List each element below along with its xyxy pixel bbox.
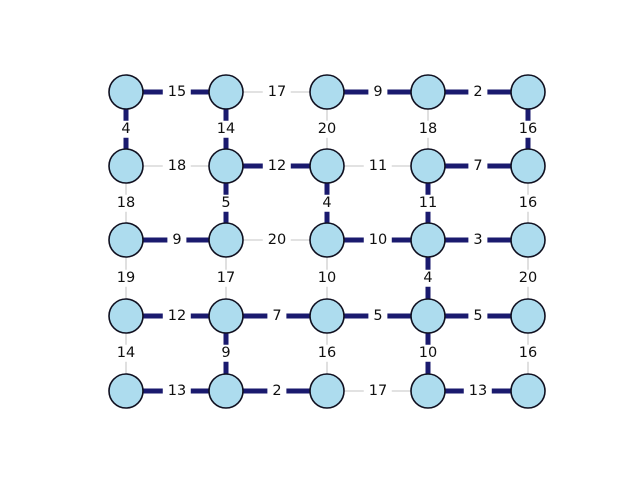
graph-node[interactable]: [108, 298, 144, 334]
nodes-layer: [108, 74, 546, 409]
graph-node[interactable]: [208, 298, 244, 334]
edge-weight-label: 20: [262, 233, 292, 248]
edge-weight-label: 14: [113, 344, 139, 362]
edge-weight-label: 5: [368, 309, 388, 324]
graph-node[interactable]: [410, 222, 446, 258]
edge-weight-label: 16: [515, 344, 541, 362]
edge-weight-label: 17: [213, 269, 239, 287]
edge-weight-label: 18: [113, 194, 139, 212]
edge-weight-label: 19: [113, 269, 139, 287]
graph-node[interactable]: [309, 298, 345, 334]
edge-weight-label: 7: [468, 159, 488, 174]
edge-weight-label: 5: [218, 194, 234, 212]
edge-weight-label: 16: [515, 194, 541, 212]
graph-node[interactable]: [309, 74, 345, 110]
edge-weight-label: 9: [368, 85, 388, 100]
edge-weight-label: 17: [363, 384, 393, 399]
edge-weight-label: 7: [267, 309, 287, 324]
edge-weight-label: 17: [262, 85, 292, 100]
edge-weight-label: 12: [262, 159, 292, 174]
graph-node[interactable]: [510, 373, 546, 409]
graph-node[interactable]: [208, 148, 244, 184]
graph-node[interactable]: [410, 373, 446, 409]
graph-node[interactable]: [410, 298, 446, 334]
graph-node[interactable]: [510, 222, 546, 258]
edge-weight-label: 2: [468, 85, 488, 100]
edge-weight-label: 10: [314, 269, 340, 287]
edge-weight-label: 11: [415, 194, 441, 212]
edge-weight-label: 18: [162, 159, 192, 174]
edge-weight-label: 11: [363, 159, 393, 174]
graph-node[interactable]: [309, 222, 345, 258]
edge-weight-label: 13: [162, 384, 192, 399]
edge-weight-label: 16: [515, 120, 541, 138]
graph-node[interactable]: [208, 373, 244, 409]
graph-node[interactable]: [410, 148, 446, 184]
edge-weight-label: 10: [415, 344, 441, 362]
edge-weight-label: 16: [314, 344, 340, 362]
edge-weight-label: 20: [314, 120, 340, 138]
edge-weight-label: 13: [463, 384, 493, 399]
edge-weight-label: 14: [213, 120, 239, 138]
graph-node[interactable]: [208, 222, 244, 258]
graph-node[interactable]: [309, 148, 345, 184]
edge-weight-label: 5: [468, 309, 488, 324]
edge-weight-label: 18: [415, 120, 441, 138]
graph-node[interactable]: [108, 74, 144, 110]
graph-node[interactable]: [510, 148, 546, 184]
edge-weight-label: 12: [162, 309, 192, 324]
graph-node[interactable]: [309, 373, 345, 409]
graph-node[interactable]: [108, 373, 144, 409]
graph-node[interactable]: [410, 74, 446, 110]
edge-weight-label: 4: [319, 194, 335, 212]
graph-node[interactable]: [108, 148, 144, 184]
edge-weight-label: 4: [420, 269, 436, 287]
edge-weight-label: 15: [162, 85, 192, 100]
graph-node[interactable]: [108, 222, 144, 258]
graph-node[interactable]: [510, 298, 546, 334]
edge-weight-label: 10: [363, 233, 393, 248]
edge-weight-label: 3: [468, 233, 488, 248]
graph-node[interactable]: [208, 74, 244, 110]
edge-weight-label: 4: [118, 120, 134, 138]
graph-node[interactable]: [510, 74, 546, 110]
edge-weight-label: 20: [515, 269, 541, 287]
edge-weight-label: 9: [218, 344, 234, 362]
edge-weight-label: 2: [267, 384, 287, 399]
edge-weight-label: 9: [167, 233, 187, 248]
